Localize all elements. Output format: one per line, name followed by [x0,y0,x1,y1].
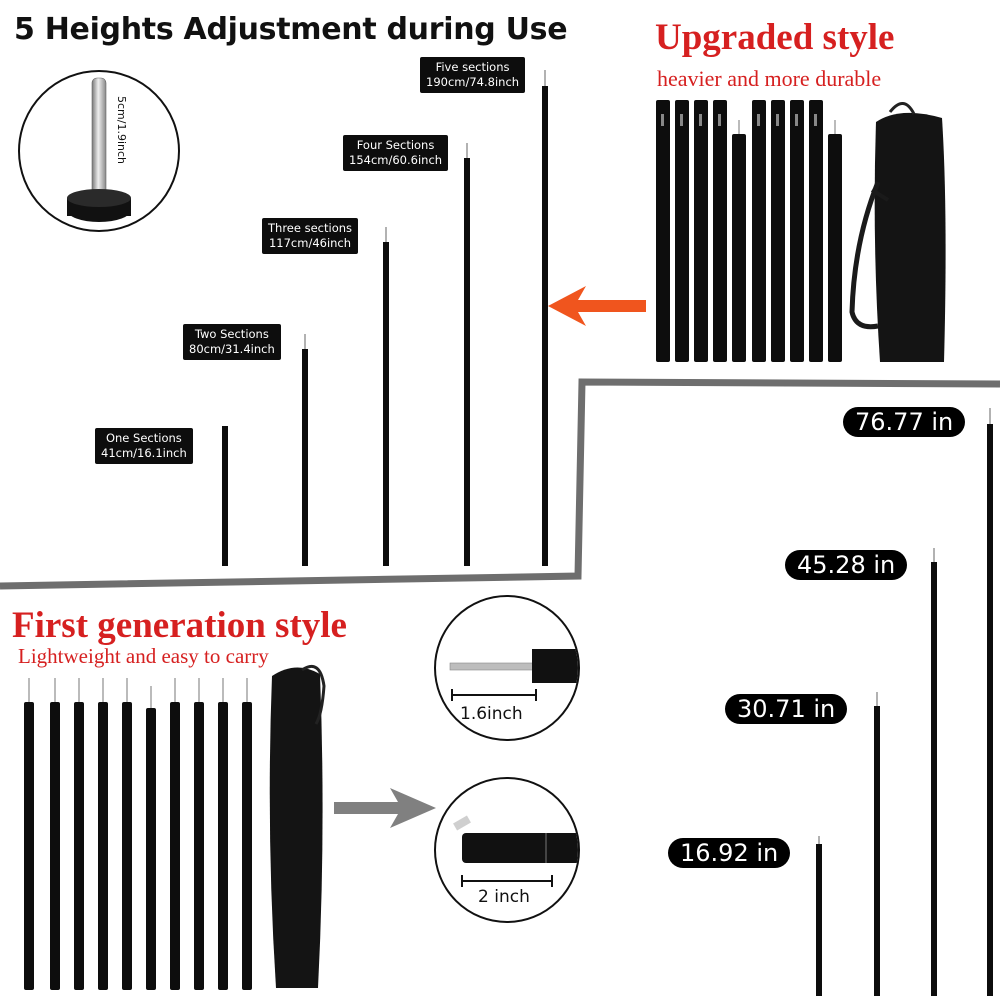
upgraded-carry-bag-image [849,102,946,362]
joint-length-measure: 2 inch [478,887,530,907]
first-generation-title: First generation style [12,605,347,646]
pole-two-sections [302,349,308,566]
orange-arrow-icon [548,286,646,326]
pin-zoom-detail [434,595,580,741]
height-pill-45-28: 45.28 in [785,550,908,580]
pole-one-section [222,426,228,566]
pole-five-sections [542,86,548,566]
height-pill-76-77: 76.77 in [843,407,966,437]
pole-three-sections [383,242,389,566]
height-pill-16-92: 16.92 in [668,838,791,868]
pin-detail-zoom [18,70,180,232]
upgraded-style-subtitle: heavier and more durable [657,66,882,91]
page-title: 5 Heights Adjustment during Use [14,12,568,47]
joint-zoom-detail [434,777,580,923]
first-generation-subtitle: Lightweight and easy to carry [18,644,269,668]
pin-length-label: 5cm/1.9inch [115,96,128,165]
upgraded-style-title: Upgraded style [655,17,895,58]
pin-length-measure: 1.6inch [460,704,523,724]
pin-tip-image [67,77,131,222]
first-gen-pole-set-image [24,678,252,990]
pole-four-sections [464,158,470,566]
upgraded-pole-set-image [656,100,842,362]
height-pill-30-71: 30.71 in [725,694,848,724]
gray-arrow-icon [334,788,436,828]
first-gen-height-poles [816,408,993,996]
first-gen-carry-bag-image [269,665,326,988]
height-poles [222,70,548,566]
